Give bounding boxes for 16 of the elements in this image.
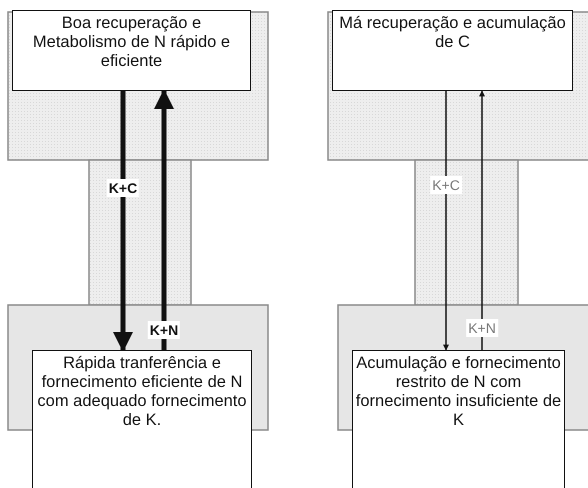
arrow [443,91,449,351]
text-box [332,10,573,91]
text-box [12,10,251,91]
edge-label: K+N [148,321,180,339]
box-text: Má recuperação e acumulação de C [338,14,567,52]
box-text: Acumulação e fornecimento restrito de N com fornecimento insuficiente de K [355,354,562,430]
box-text: Rápida tranferência e fornecimento eficiente de N com adequado fornecimento de K. [36,354,248,430]
edge-label: K+C [106,179,140,197]
arrow [479,90,485,350]
arrow [154,89,174,350]
edge-label: K+C [430,176,462,194]
arrow [113,91,133,352]
text-box [32,350,252,488]
box-text: Boa recuperação e Metabolismo de N rápido e eficiente [32,14,232,71]
edge-label: K+N [466,319,498,337]
text-box [352,350,565,488]
